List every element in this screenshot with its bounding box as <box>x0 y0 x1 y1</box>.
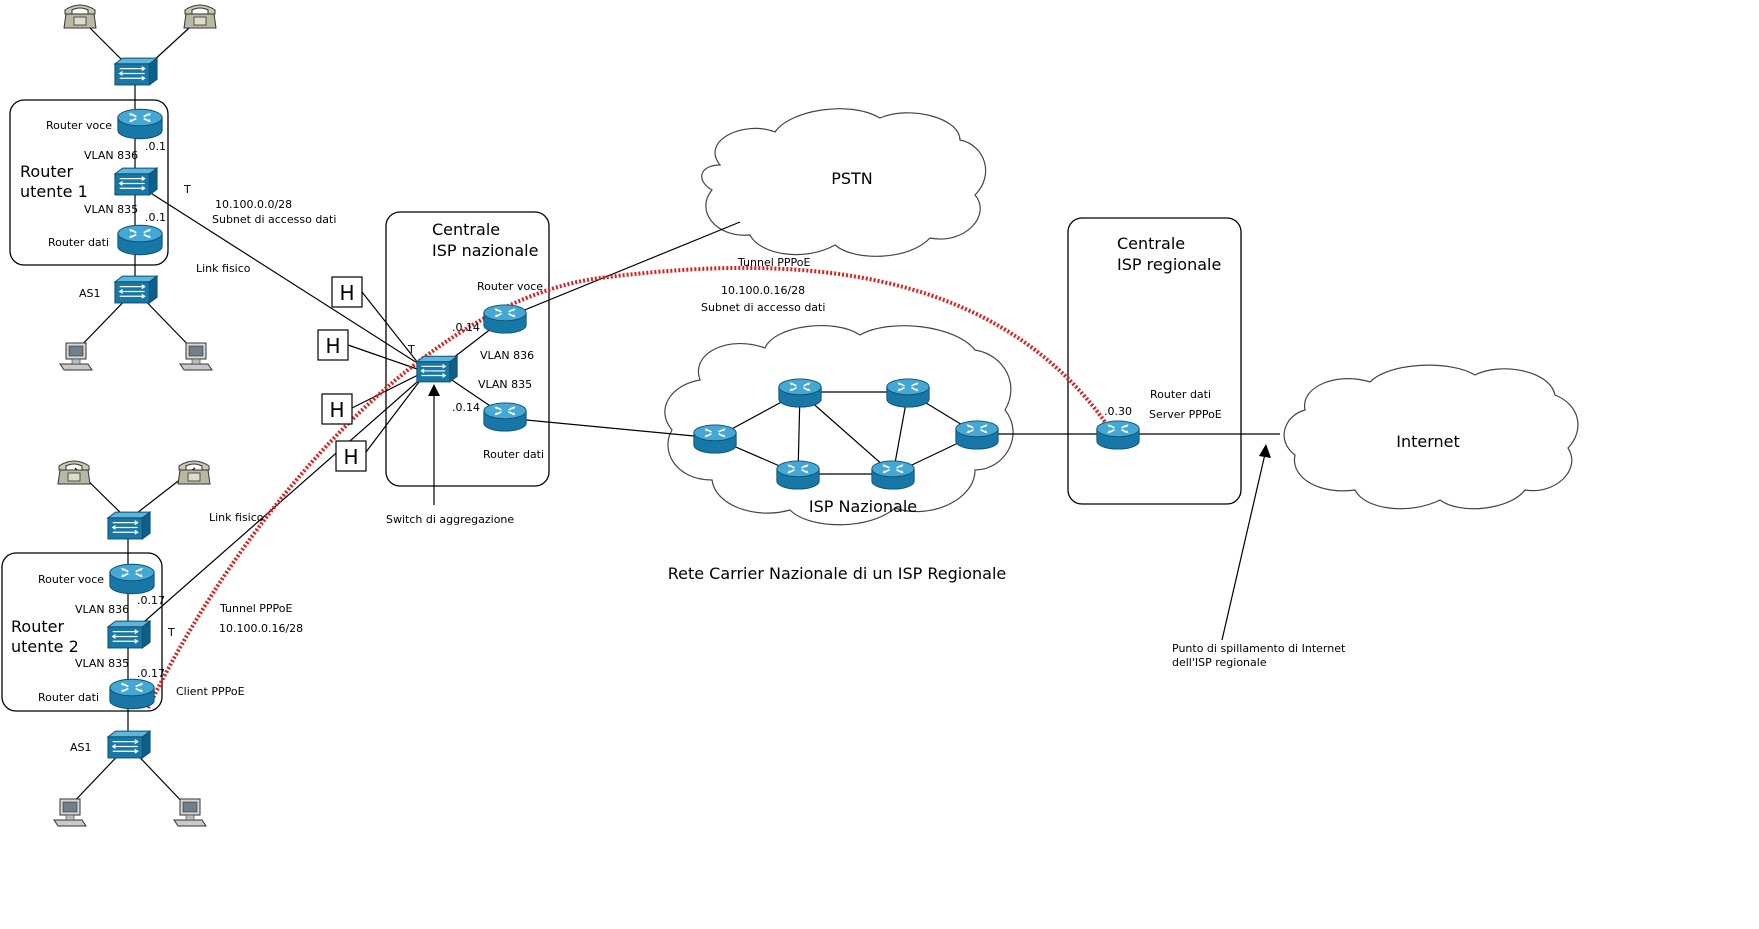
telephone-icon <box>183 4 217 29</box>
router-voce-icon <box>483 304 527 334</box>
router-dati-label: Router dati <box>483 448 544 461</box>
router-dati-label: Router dati <box>48 236 109 249</box>
ip-dati-label: .0.17 <box>137 667 165 680</box>
telephone-icon <box>177 460 211 485</box>
router-voce-icon <box>108 563 156 595</box>
router-dati-server-pppoe-icon <box>1096 420 1140 450</box>
ip-dati-label: .0.14 <box>452 401 480 414</box>
switch-aggregazione-label: Switch di aggregazione <box>386 513 514 526</box>
server-pppoe-label: Server PPPoE <box>1149 408 1222 421</box>
isp-nazionale-label: ISP Nazionale <box>809 497 917 516</box>
pstn-label: PSTN <box>831 169 873 188</box>
as1-switch-icon <box>107 730 151 759</box>
h-marker: H <box>329 398 344 422</box>
vlan-switch-icon <box>114 167 158 196</box>
vlan-836-label: VLAN 836 <box>84 149 138 162</box>
tunnel-subnet-label: 10.100.0.16/28 <box>219 622 303 635</box>
telephone-icon <box>63 4 97 29</box>
as1-label: AS1 <box>70 741 92 754</box>
router-utente-1-title: utente 1 <box>20 182 88 201</box>
subnet-label: 10.100.0.0/28 <box>215 198 292 211</box>
router-voce-icon <box>116 108 164 140</box>
ip-voce-label: .0.17 <box>137 594 165 607</box>
vlan-switch-icon <box>107 620 151 649</box>
router-utente-2-title: Router <box>11 617 64 636</box>
telephone-icon <box>57 460 91 485</box>
pppoe-tunnel-line <box>146 265 1114 709</box>
tunnel-subnet-label: 10.100.0.16/28 <box>721 284 805 297</box>
network-caption: Rete Carrier Nazionale di un ISP Regiona… <box>668 564 1007 583</box>
router-icon <box>778 378 822 408</box>
trunk-label: T <box>167 626 175 639</box>
workstation-icon <box>173 798 207 827</box>
spillamento-label: dell'ISP regionale <box>1172 656 1267 669</box>
trunk-label: T <box>407 343 415 356</box>
router-dati-icon <box>116 224 164 256</box>
router-dati-label: Router dati <box>38 691 99 704</box>
aggregation-switch-icon <box>416 355 458 383</box>
router-utente-2-box <box>1 552 163 712</box>
vlan-835-label: VLAN 835 <box>478 378 532 391</box>
tunnel-pppoe-label: Tunnel PPPoE <box>219 602 293 615</box>
as1-switch-icon <box>114 275 158 304</box>
ip-voce-label: .0.14 <box>452 321 480 334</box>
ip-label: .0.30 <box>1104 405 1132 418</box>
router-icon <box>776 460 820 490</box>
isp-nazionale-cloud <box>664 324 1014 526</box>
router-icon <box>871 460 915 490</box>
h-marker: H <box>325 334 340 358</box>
h-marker: H <box>343 445 358 469</box>
ip-voce-label: .0.1 <box>145 140 166 153</box>
workstation-icon <box>59 342 93 371</box>
router-dati-icon <box>483 402 527 432</box>
router-utente-1-box <box>9 99 169 266</box>
voice-switch-icon <box>107 511 151 540</box>
switch-pointer-arrowhead <box>428 384 440 396</box>
centrale-isp-nazionale-box <box>385 211 550 487</box>
vlan-835-label: VLAN 835 <box>75 657 129 670</box>
client-pppoe-label: Client PPPoE <box>176 685 245 698</box>
trunk-label: T <box>183 183 191 196</box>
workstation-icon <box>179 342 213 371</box>
tunnel-pppoe-label: Tunnel PPPoE <box>737 256 811 269</box>
as1-label: AS1 <box>79 287 101 300</box>
centrale-isp-nazionale-title: ISP nazionale <box>432 241 538 260</box>
internet-label: Internet <box>1396 432 1460 451</box>
router-icon <box>886 378 930 408</box>
tunnel-subnet-desc-label: Subnet di accesso dati <box>701 301 825 314</box>
router-dati-label: Router dati <box>1150 388 1211 401</box>
link-fisico-label: Link fisico <box>209 511 264 524</box>
spillamento-label: Punto di spillamento di Internet <box>1172 642 1346 655</box>
router-voce-label: Router voce <box>477 280 543 293</box>
router-utente-1-title: Router <box>20 162 73 181</box>
vlan-836-label: VLAN 836 <box>75 603 129 616</box>
voice-switch-icon <box>114 57 158 86</box>
centrale-isp-regionale-title: ISP regionale <box>1117 255 1221 274</box>
router-utente-2-title: utente 2 <box>11 637 79 656</box>
workstation-icon <box>53 798 87 827</box>
router-voce-label: Router voce <box>38 573 104 586</box>
vlan-835-label: VLAN 835 <box>84 203 138 216</box>
link-fisico-label: Link fisico <box>196 262 251 275</box>
subnet-desc-label: Subnet di accesso dati <box>212 213 336 226</box>
pstn-cloud <box>701 108 987 257</box>
centrale-isp-regionale-title: Centrale <box>1117 234 1185 253</box>
internet-cloud <box>1283 364 1579 510</box>
h-markers: H H H H <box>317 276 367 472</box>
router-icon <box>955 420 999 450</box>
router-voce-label: Router voce <box>46 119 112 132</box>
ip-dati-label: .0.1 <box>145 211 166 224</box>
h-marker: H <box>339 281 354 305</box>
internet-pointer-arrowhead <box>1259 444 1271 458</box>
router-icon <box>693 424 737 454</box>
centrale-isp-nazionale-title: Centrale <box>432 220 500 239</box>
vlan-836-label: VLAN 836 <box>480 349 534 362</box>
router-dati-icon <box>108 678 156 710</box>
centrale-isp-regionale-box <box>1067 217 1242 505</box>
